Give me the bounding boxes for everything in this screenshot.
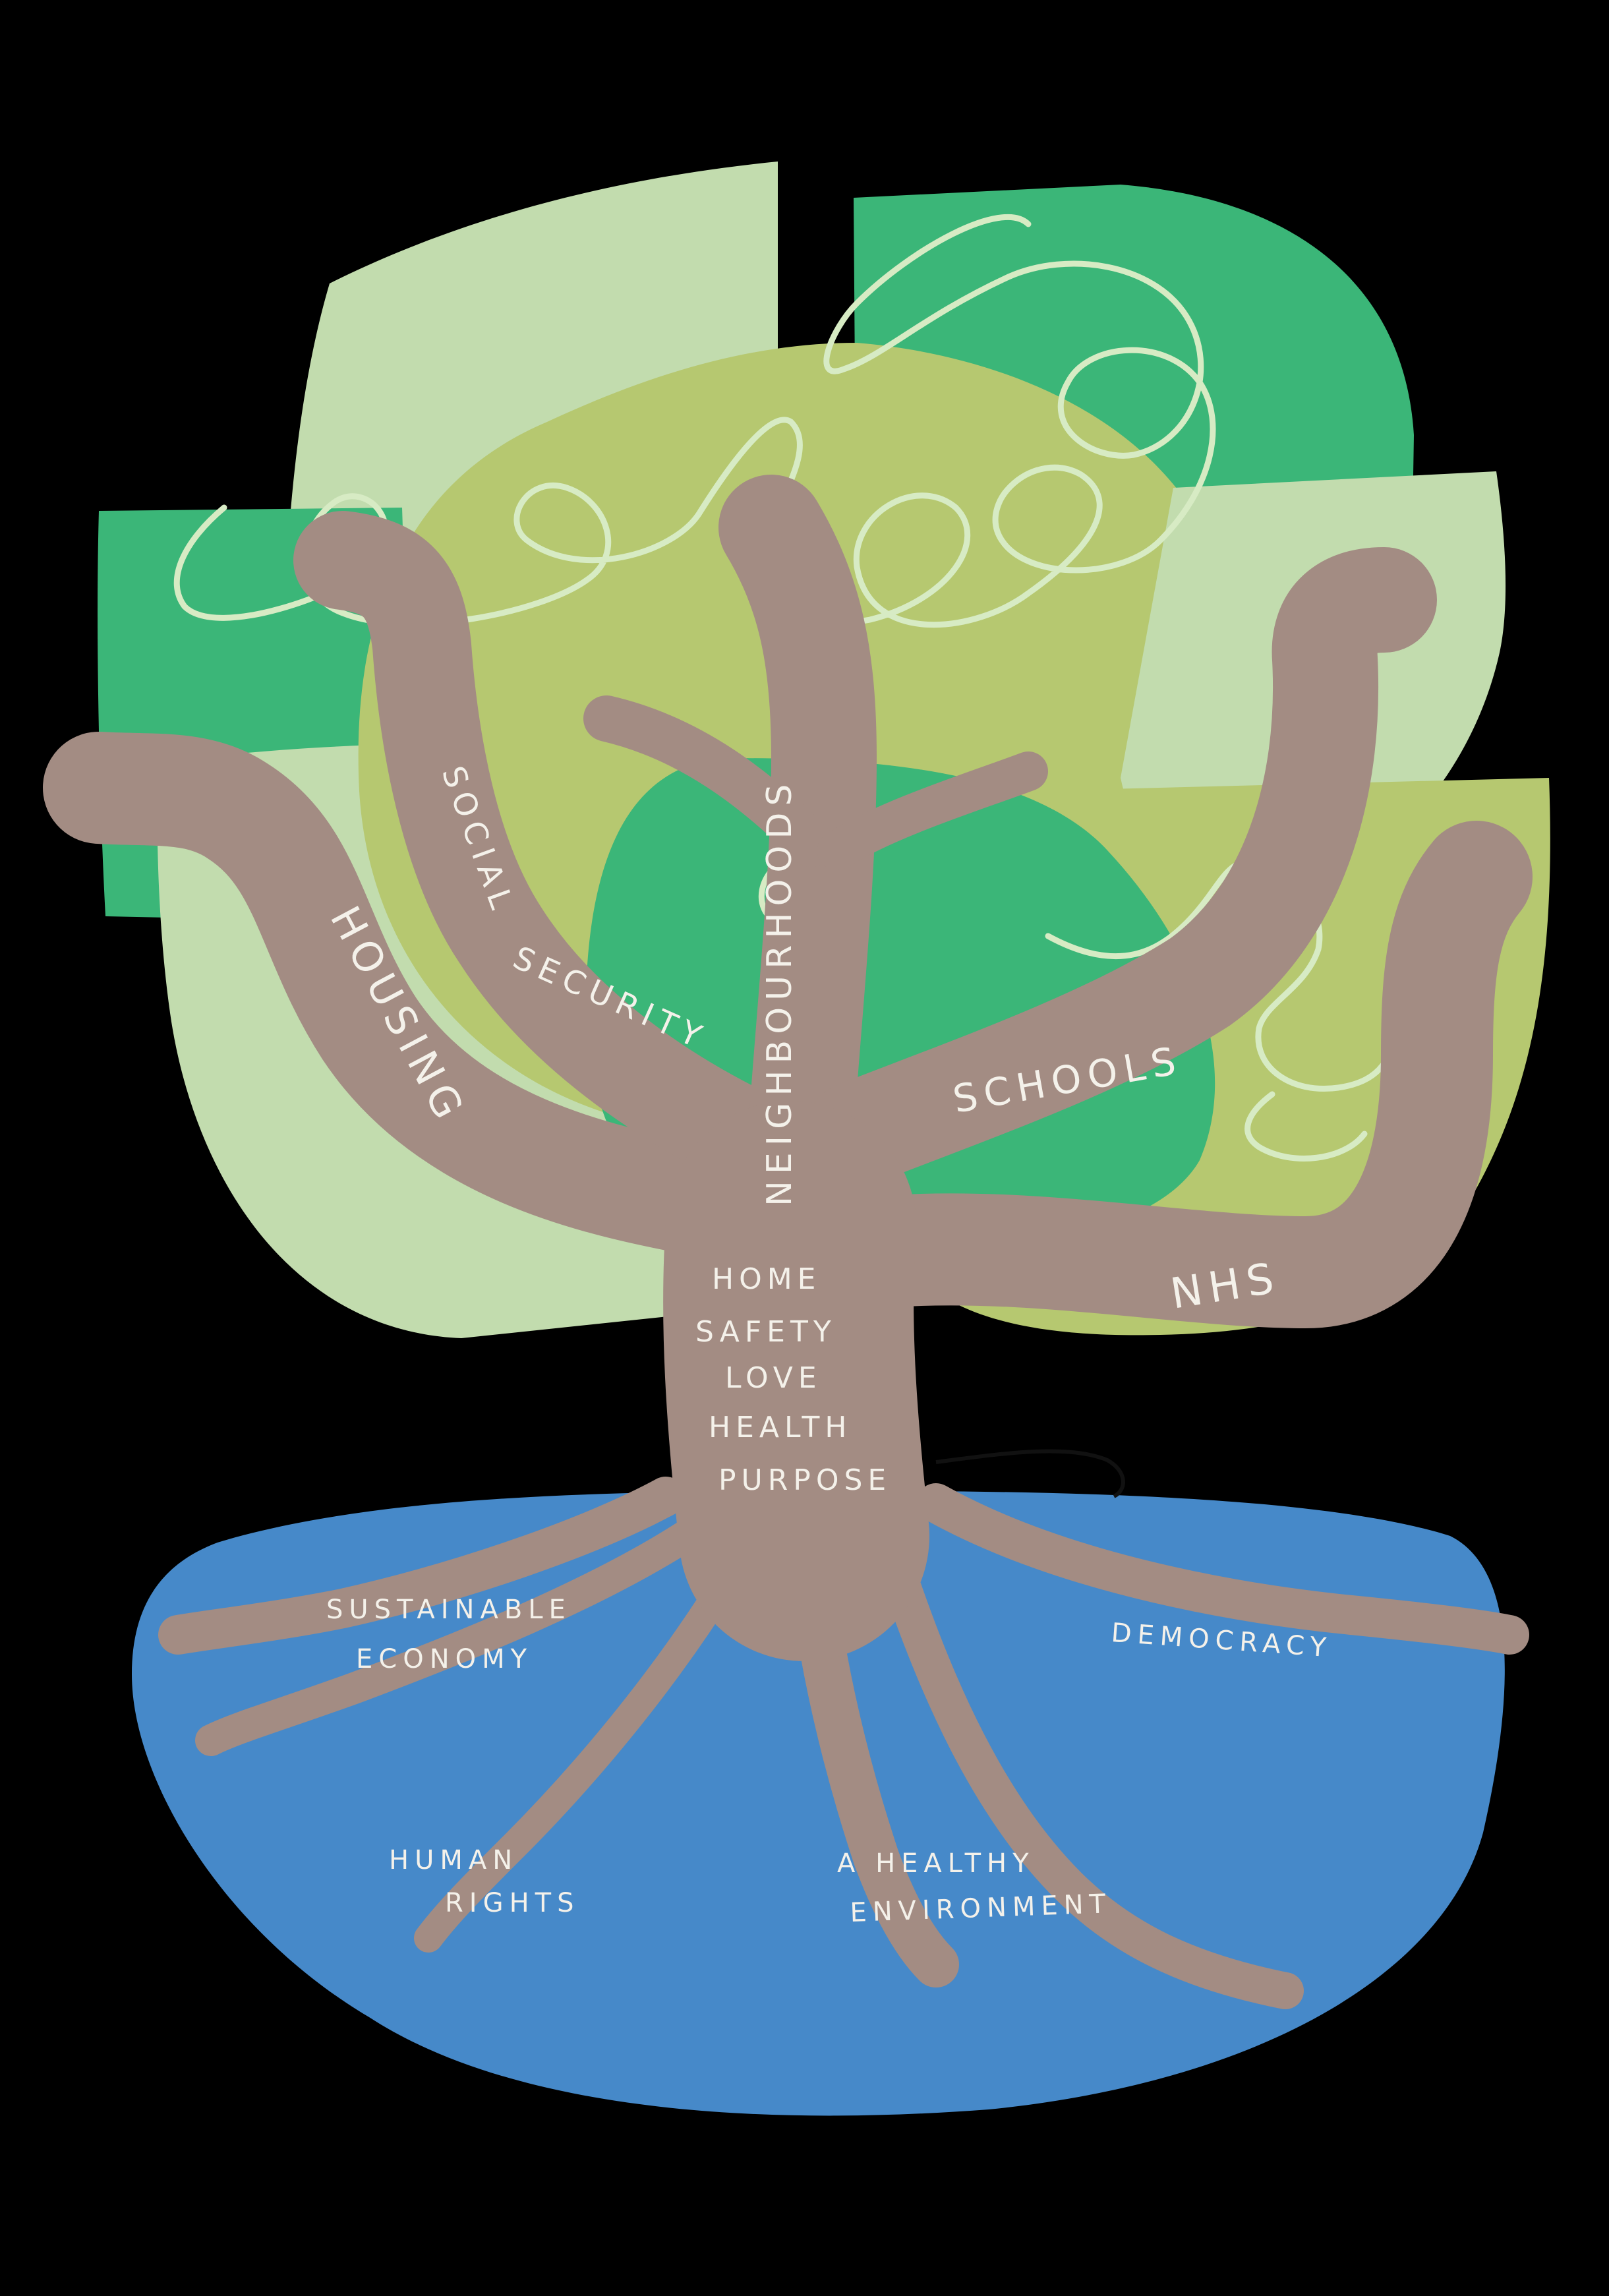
root-center-left — [414, 1568, 740, 1953]
branch-nhs — [821, 821, 1533, 1328]
root-label-economy: ECONOMY — [356, 1644, 533, 1674]
label-neighbourhoods: NEIGHBOURHOODS — [760, 778, 800, 1206]
branch-housing — [43, 732, 755, 1256]
trunk-word-health: HEALTH — [709, 1411, 852, 1444]
root-left-lower — [195, 1520, 701, 1756]
root-label-human: HUMAN — [389, 1845, 518, 1875]
trunk-word-love: LOVE — [725, 1361, 822, 1395]
trunk-and-branches — [43, 475, 1533, 1661]
root-label-a-healthy: A HEALTHY — [837, 1848, 1035, 1879]
trunk-word-safety: SAFETY — [695, 1315, 836, 1349]
branch-neighbourhoods — [718, 475, 877, 1239]
branch-twig-left — [583, 695, 834, 867]
trunk — [663, 1101, 929, 1661]
root-left-upper — [158, 1477, 686, 1655]
branch-schools — [804, 547, 1437, 1187]
trunk-word-list: HOME SAFETY LOVE HEALTH PURPOSE — [695, 1262, 891, 1497]
branch-social-security — [293, 511, 788, 1183]
root-right-upper — [916, 1483, 1529, 1655]
root-right-lower — [878, 1550, 1304, 2009]
squiggle-line — [173, 214, 1401, 1162]
trunk-word-home: HOME — [712, 1262, 821, 1296]
root-label-rights: RIGHTS — [445, 1888, 580, 1918]
branch-twig-right — [817, 751, 1048, 870]
trunk-word-purpose: PURPOSE — [718, 1463, 891, 1497]
root-label-sustainable: SUSTAINABLE — [326, 1595, 571, 1625]
trunk-curl — [935, 1449, 1125, 1498]
